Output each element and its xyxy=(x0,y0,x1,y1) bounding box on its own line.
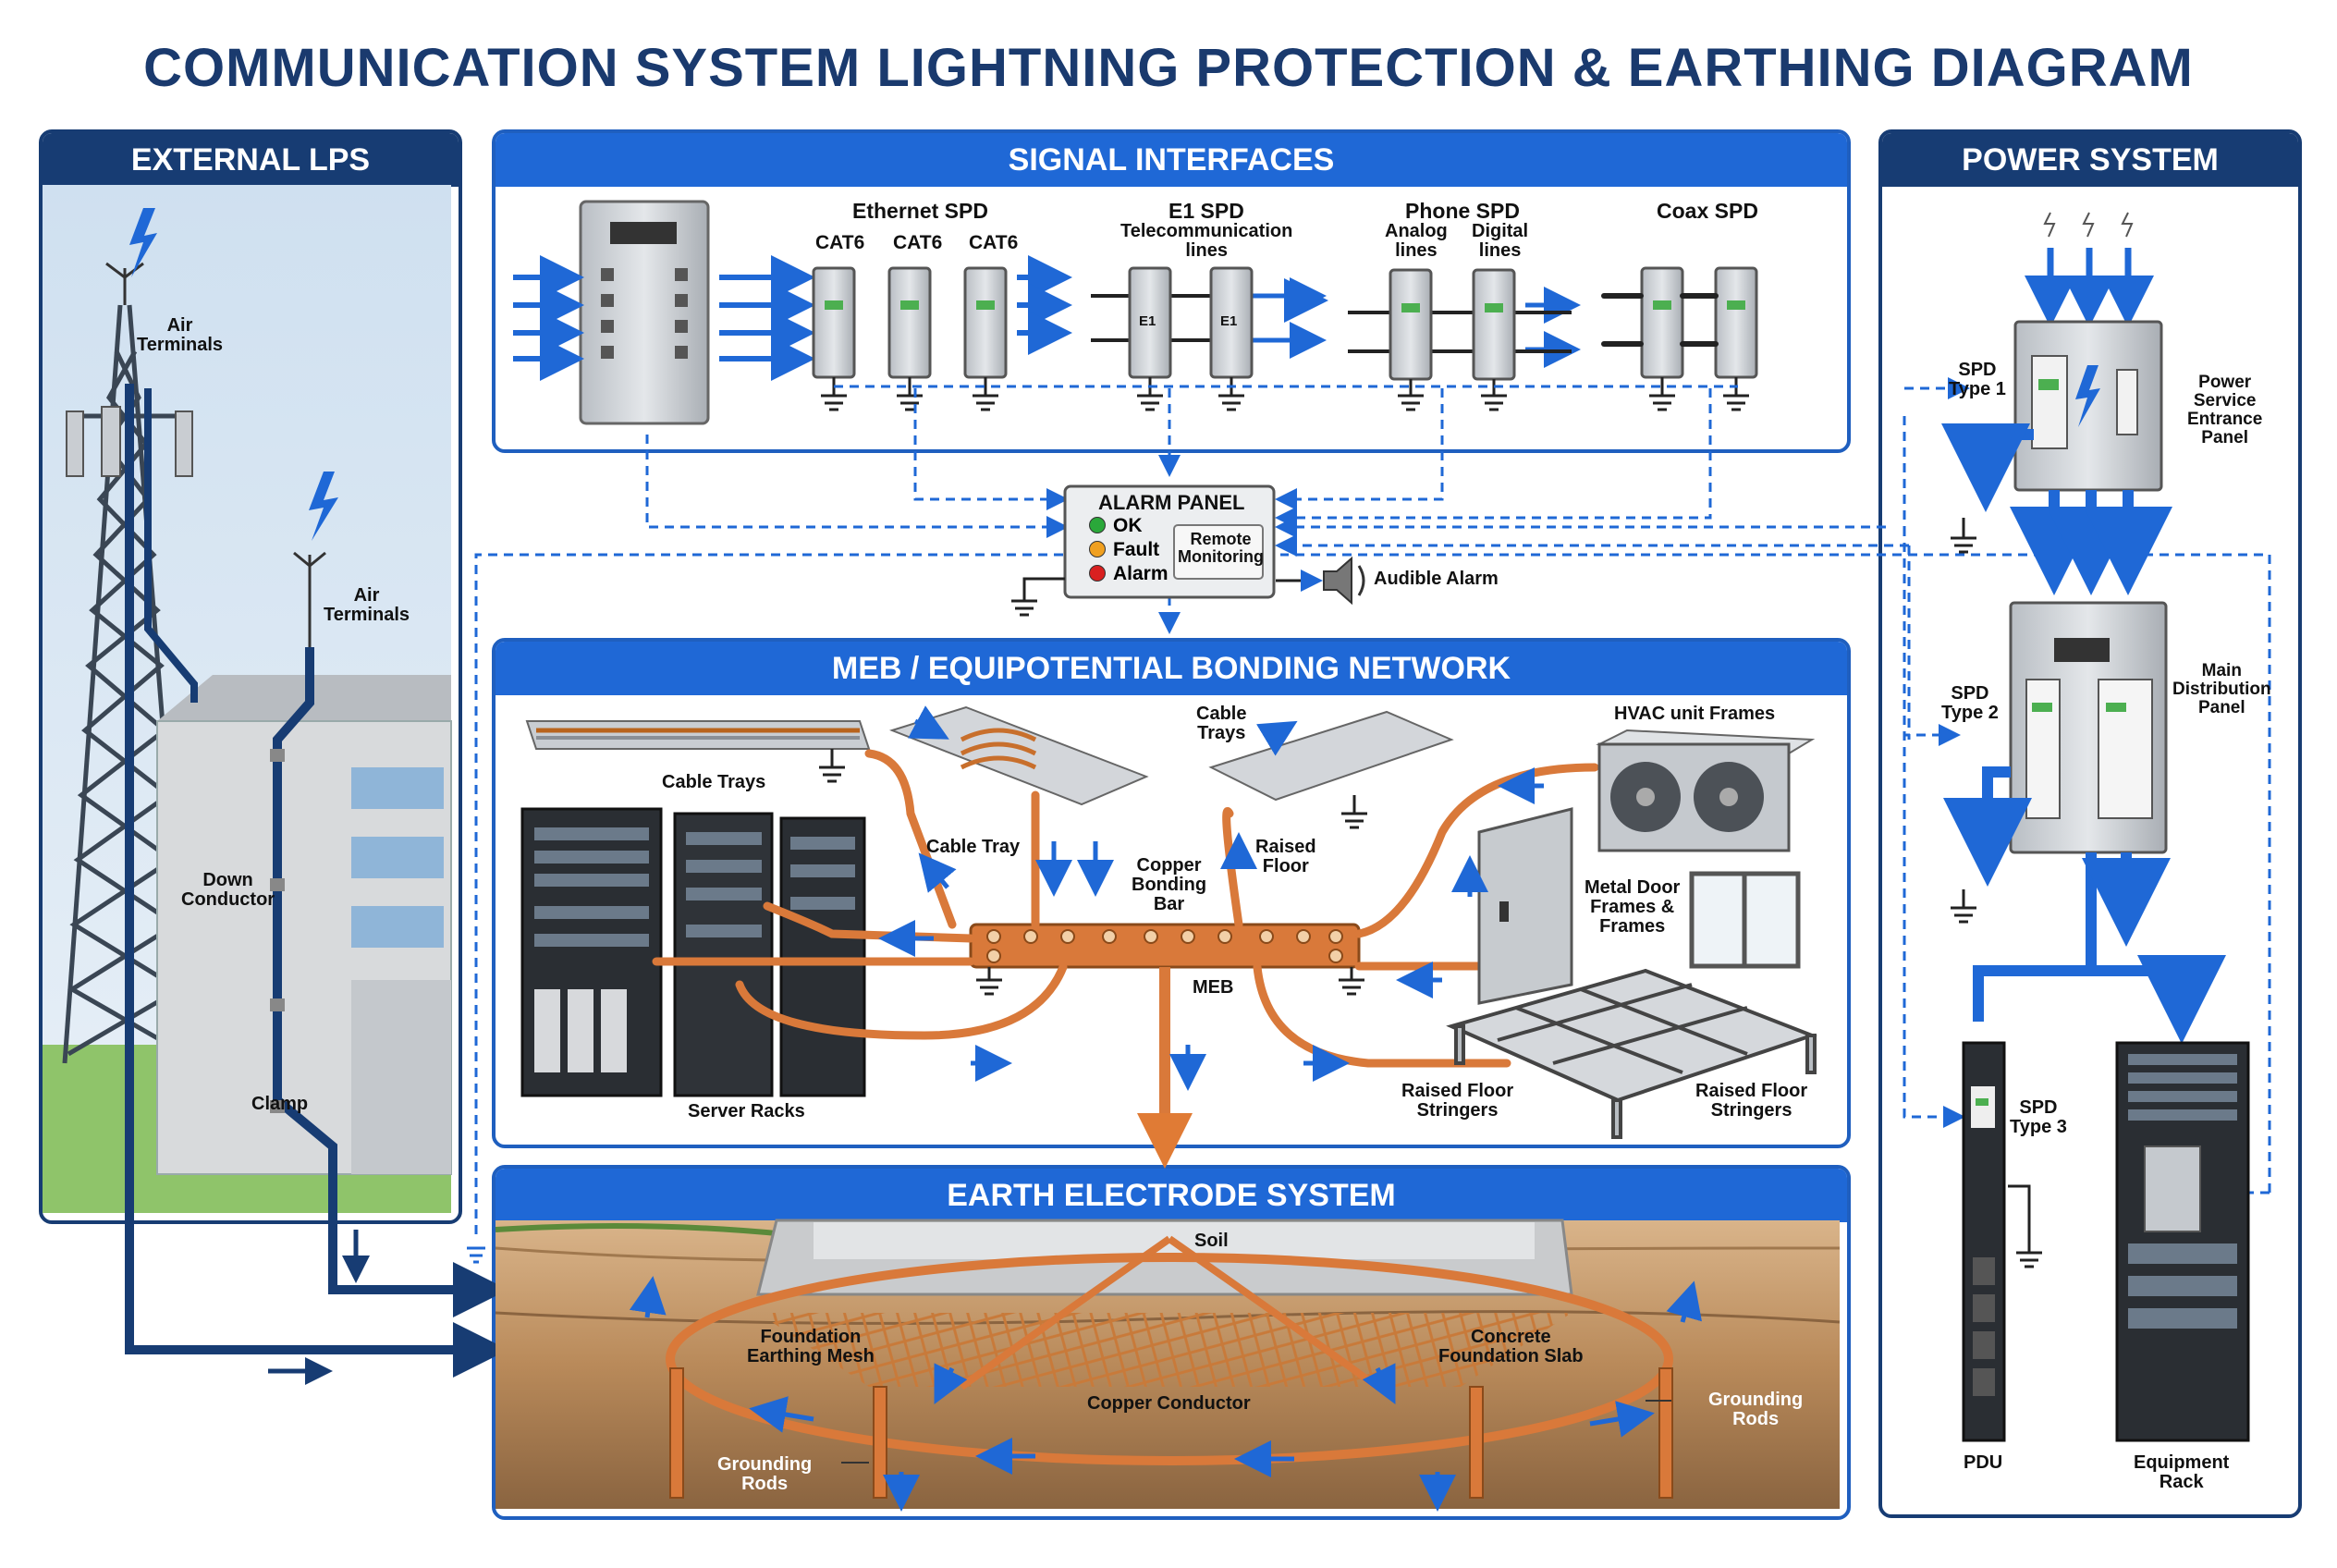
conductor-clamps xyxy=(270,749,285,1113)
equipment-rack xyxy=(2115,1041,2250,1442)
clamp-label: Clamp xyxy=(251,1094,309,1114)
cat6-label-3: CAT6 xyxy=(969,232,1019,253)
status-ok-label: OK xyxy=(1113,515,1143,536)
phone-spd-label: Phone SPD xyxy=(1405,199,1520,223)
cable-tray-left xyxy=(525,720,871,750)
ok-indicator-icon xyxy=(1089,517,1106,533)
window-frame xyxy=(1689,871,1801,969)
concrete-slab-label: Concrete Foundation Slab xyxy=(1438,1327,1584,1366)
coax-spd-label: Coax SPD xyxy=(1657,199,1758,223)
spd-ground-symbols xyxy=(821,377,1749,411)
cable-trays-label-left: Cable Trays xyxy=(662,772,766,792)
alarm-panel-box xyxy=(1011,484,1365,617)
air-terminals-label-tower: Air Terminals xyxy=(137,315,223,355)
power-scene xyxy=(1941,212,2250,1442)
spd-type2-label: SPD Type 2 xyxy=(1941,683,1999,723)
grounding-rods-label-right: Grounding Rods xyxy=(1708,1390,1804,1429)
pdu-label: PDU xyxy=(1964,1452,2003,1473)
e1-module-label-2: E1 xyxy=(1220,313,1238,329)
lightning-bolt-icon xyxy=(129,208,157,277)
e1-spd-label: E1 SPD xyxy=(1168,199,1244,223)
spd-type1-label: SPD Type 1 xyxy=(1949,360,2006,399)
meb-network-heading: MEB / EQUIPOTENTIAL BONDING NETWORK xyxy=(496,642,1847,695)
cable-tray-2 xyxy=(888,705,1149,806)
server-racks-label: Server Racks xyxy=(688,1101,805,1121)
power-system-heading: POWER SYSTEM xyxy=(1882,133,2298,187)
status-fault: Fault xyxy=(1089,538,1168,562)
air-terminals-label-building: Air Terminals xyxy=(324,585,410,625)
remote-monitoring-label: Remote Monitoring xyxy=(1178,530,1264,566)
status-alarm-label: Alarm xyxy=(1113,563,1168,584)
status-ok: OK xyxy=(1089,514,1168,538)
status-alarm: Alarm xyxy=(1089,562,1168,586)
ring-copper-conductor xyxy=(666,1253,1673,1465)
raised-floor-grid xyxy=(1446,968,1817,1139)
copper-bonding-bar-label: Copper Bonding Bar xyxy=(1132,855,1207,914)
grounding-rods-label-left: Grounding Rods xyxy=(717,1454,813,1494)
server-racks xyxy=(520,807,866,1097)
foundation-mesh-label: Foundation Earthing Mesh xyxy=(747,1327,875,1366)
digital-lines-label: Digital lines xyxy=(1472,221,1529,261)
tower-antennas xyxy=(66,406,193,477)
audible-alarm-label: Audible Alarm xyxy=(1374,569,1499,589)
signal-interfaces-heading: SIGNAL INTERFACES xyxy=(496,133,1847,187)
hvac-unit xyxy=(1596,729,1816,852)
external-lps-scene xyxy=(43,185,508,1385)
lightning-bolt-icon-2 xyxy=(309,472,338,541)
spd-modules xyxy=(812,266,1758,381)
metal-door-label: Metal Door Frames & Frames xyxy=(1585,877,1681,937)
raised-floor-stringers-label-1: Raised Floor Stringers xyxy=(1401,1081,1514,1121)
air-terminal-building xyxy=(293,551,326,647)
cable-tray-label: Cable Tray xyxy=(926,837,1021,857)
e1-module-label-1: E1 xyxy=(1139,313,1156,329)
meb-scene xyxy=(520,705,1817,1169)
raised-floor-label: Raised Floor xyxy=(1255,837,1316,876)
signal-scene xyxy=(513,200,1758,425)
analog-lines-label: Analog lines xyxy=(1385,221,1448,261)
external-lps-heading: EXTERNAL LPS xyxy=(43,133,459,187)
raised-floor-stringers-label-2: Raised Floor Stringers xyxy=(1695,1081,1808,1121)
meb-label: MEB xyxy=(1193,977,1234,998)
spd-type3-label: SPD Type 3 xyxy=(2010,1097,2067,1137)
building xyxy=(156,675,452,1175)
cable-tray-3 xyxy=(1208,710,1454,802)
status-fault-label: Fault xyxy=(1113,539,1160,560)
speaker-icon xyxy=(1323,556,1352,606)
cat6-label-2: CAT6 xyxy=(893,232,943,253)
alarm-panel-title: ALARM PANEL xyxy=(1098,491,1245,514)
equipment-rack-label: Equipment Rack xyxy=(2134,1452,2230,1492)
e1-telecom-label: Telecommunication lines xyxy=(1120,221,1293,261)
alarm-status-legend: OK Fault Alarm xyxy=(1089,514,1168,586)
copper-conductor-label: Copper Conductor xyxy=(1087,1393,1251,1414)
earth-scene xyxy=(495,1219,1841,1512)
alarm-indicator-icon xyxy=(1089,565,1106,582)
main-distribution-label: Main Distribution Panel xyxy=(2172,661,2271,717)
hvac-label: HVAC unit Frames xyxy=(1614,704,1776,724)
cat6-label-1: CAT6 xyxy=(815,232,865,253)
power-entrance-label: Power Service Entrance Panel xyxy=(2187,373,2263,447)
fault-indicator-icon xyxy=(1089,541,1106,557)
cable-trays-label-center: Cable Trays xyxy=(1196,704,1247,743)
page-title: COMMUNICATION SYSTEM LIGHTNING PROTECTIO… xyxy=(143,38,2194,98)
down-conductor-label: Down Conductor xyxy=(181,870,275,910)
ethernet-spd-label: Ethernet SPD xyxy=(852,199,988,223)
monitoring-lines xyxy=(474,377,2271,1239)
earth-electrode-heading: EARTH ELECTRODE SYSTEM xyxy=(496,1169,1847,1222)
soil-label: Soil xyxy=(1194,1231,1229,1251)
metal-door xyxy=(1477,807,1573,1005)
